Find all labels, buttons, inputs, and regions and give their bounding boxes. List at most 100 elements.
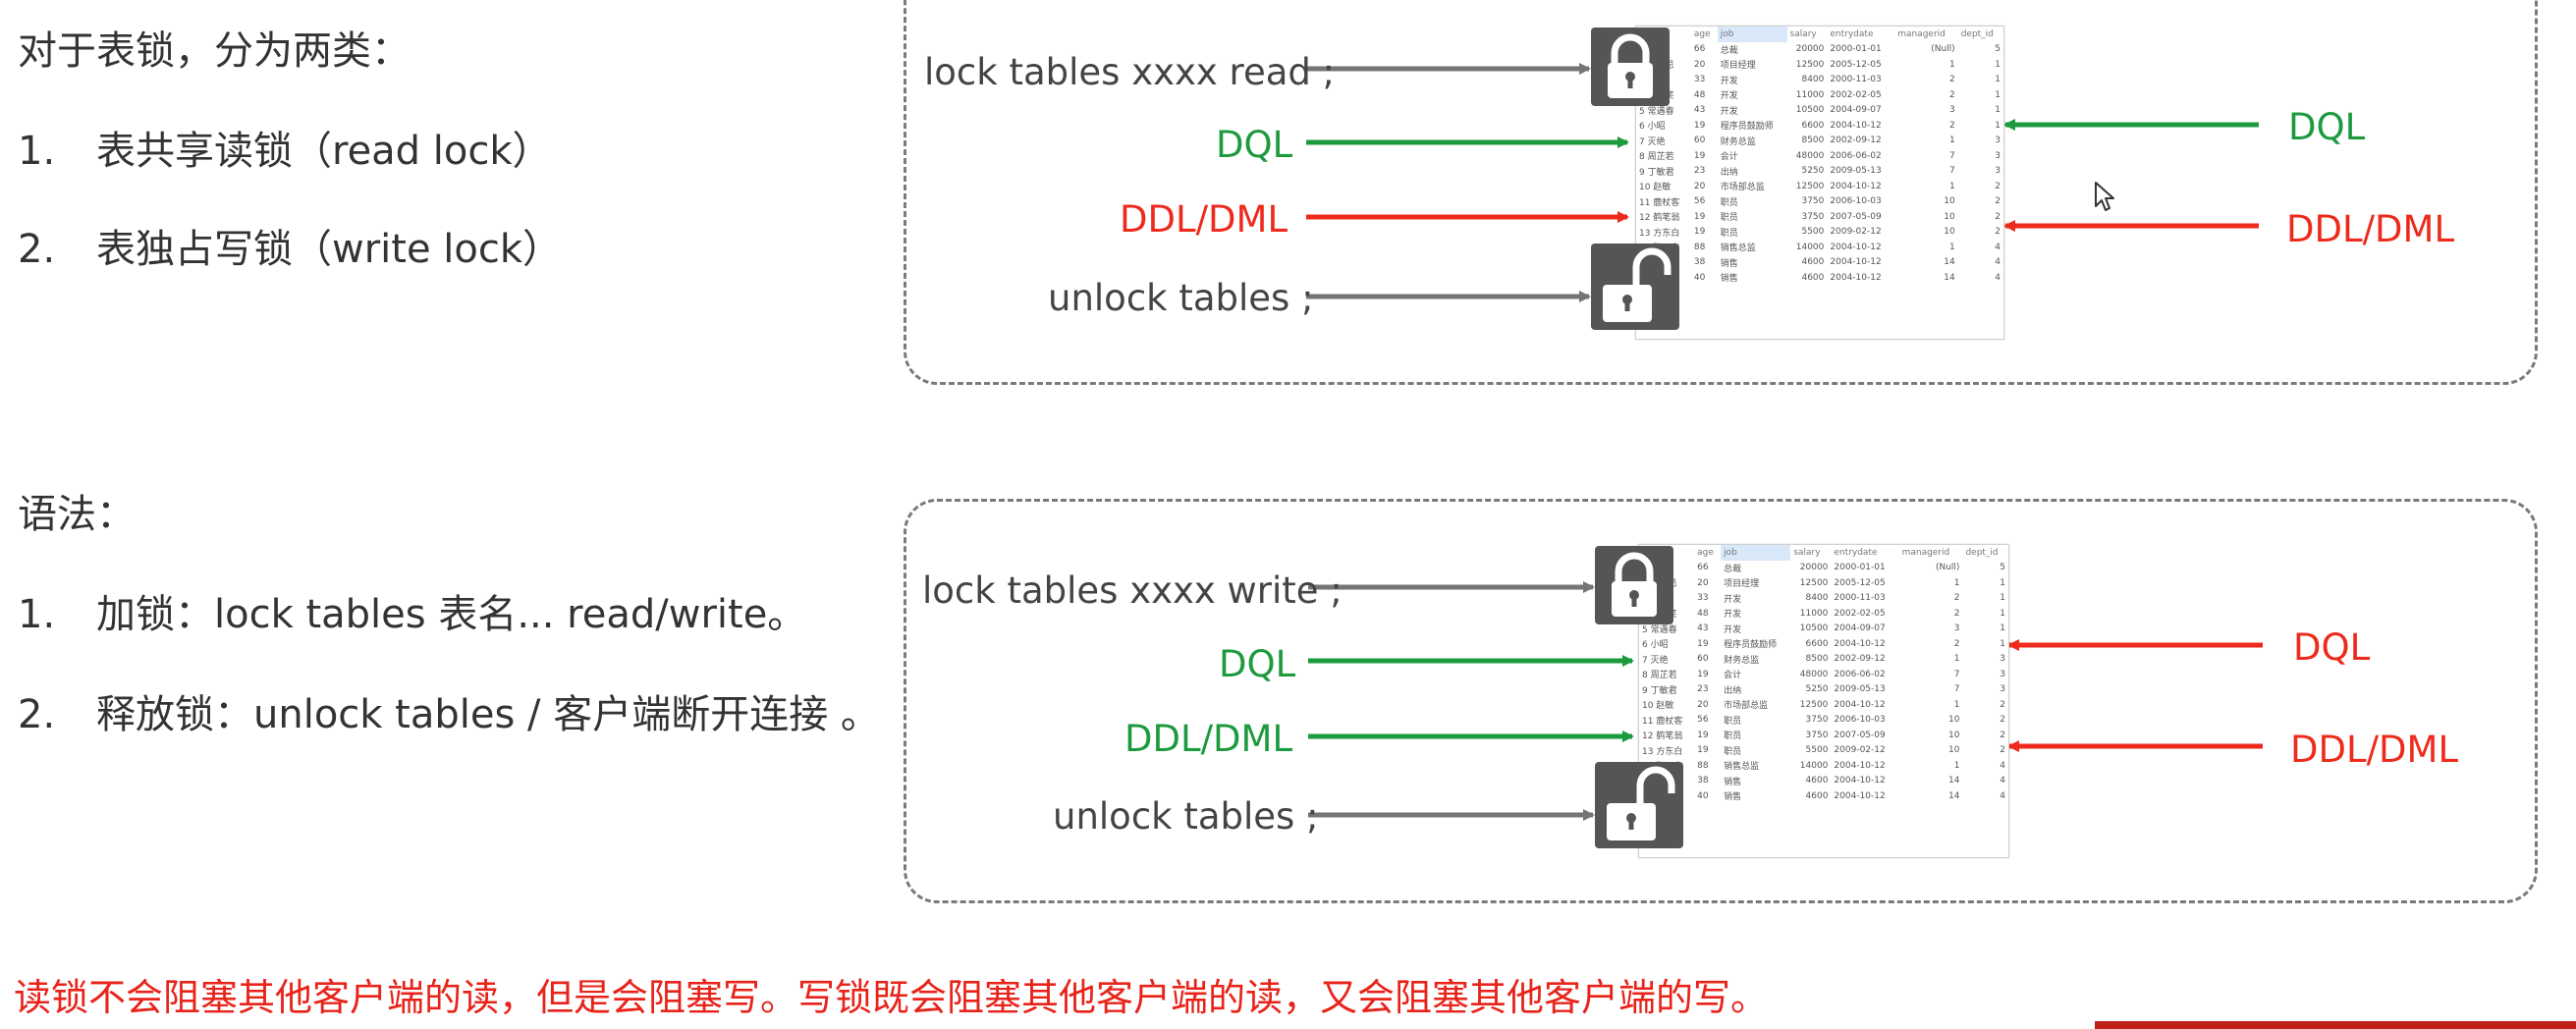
table-cell: 5500 — [1805, 745, 1829, 756]
column-header: dept_id — [1960, 28, 1994, 39]
table-cell: 40 — [1697, 790, 1709, 801]
read-unlock-statement: unlock tables ; — [1048, 277, 1314, 319]
table-cell: 2 — [1948, 120, 1955, 131]
table-cell: 7 — [1948, 166, 1955, 177]
table-cell: 10 赵敏 — [1642, 701, 1674, 712]
table-cell: 2004-10-12 — [1830, 257, 1882, 268]
read-lock-statement: lock tables xxxx read ; — [924, 51, 1336, 93]
table-cell: 60 — [1697, 654, 1709, 665]
table-cell: 12500 — [1799, 577, 1829, 588]
table-cell: 40 — [1693, 272, 1706, 283]
table-cell: 职员 — [1720, 197, 1738, 208]
table-cell: 1 — [1953, 577, 1960, 588]
column-header: salary — [1789, 28, 1817, 39]
table-cell: 12500 — [1795, 59, 1825, 70]
table-cell: 20 — [1693, 181, 1706, 191]
table-cell: 出纳 — [1720, 167, 1738, 178]
table-header-row: nameagejobsalaryentrydatemanageriddept_i… — [1636, 27, 2003, 42]
table-cell: 14000 — [1795, 242, 1825, 252]
table-cell: 1 — [1995, 105, 2001, 116]
table-cell: 3 — [1995, 166, 2001, 177]
table-cell: 3750 — [1801, 211, 1825, 222]
table-cell: 14 — [1944, 257, 1955, 268]
table-cell: 10500 — [1799, 623, 1829, 634]
table-cell: 市场部总监 — [1720, 183, 1765, 193]
table-cell: 2006-06-02 — [1830, 150, 1882, 161]
table-cell: 56 — [1693, 196, 1706, 207]
syntax-2-text: 释放锁：unlock tables / 客户端断开连接 。 — [96, 692, 880, 737]
table-cell: 1 — [1948, 59, 1955, 70]
table-cell: 2 — [1995, 196, 2001, 207]
table-cell: 66 — [1697, 563, 1709, 573]
table-cell: 1 — [2000, 608, 2005, 619]
table-cell: 19 — [1693, 150, 1706, 161]
table-cell: 2009-02-12 — [1830, 227, 1882, 238]
table-cell: 1 — [1948, 135, 1955, 146]
table-cell: 销售 — [1724, 777, 1742, 787]
table-cell: 9 丁敏君 — [1639, 167, 1674, 178]
table-cell: 14000 — [1799, 760, 1829, 771]
write-ddl-dml-label: DDL/DML — [1124, 718, 1293, 760]
table-cell: 3 — [1953, 623, 1960, 634]
table-cell: 2004-10-12 — [1834, 699, 1886, 710]
table-cell: 1 — [1953, 699, 1960, 710]
column-header: entrydate — [1830, 28, 1874, 39]
table-cell: 48000 — [1795, 150, 1825, 161]
table-cell: 20000 — [1799, 563, 1829, 573]
table-cell: 7 灭绝 — [1642, 655, 1669, 666]
table-cell: 9 丁敏君 — [1642, 685, 1677, 696]
bottom-note: 读锁不会阻塞其他客户端的读，但是会阻塞写。写锁既会阻塞其他客户端的读，又会阻塞其… — [14, 976, 1769, 1019]
table-cell: 48 — [1697, 608, 1709, 619]
table-cell: 60 — [1693, 135, 1706, 146]
write-dql-label: DQL — [1219, 643, 1296, 685]
table-cell: 20 — [1697, 577, 1709, 588]
table-cell: 56 — [1697, 715, 1709, 726]
table-cell: 2009-02-12 — [1834, 745, 1886, 756]
write-table-snapshot: nameagejobsalaryentrydatemanageriddept_i… — [1638, 544, 2009, 858]
table-cell: 12 鹤笔翁 — [1639, 213, 1680, 224]
table-cell: 财务总监 — [1724, 655, 1760, 666]
table-cell: 10 — [1947, 745, 1960, 756]
table-cell: (Null) — [1931, 44, 1955, 55]
table-cell: 2006-06-02 — [1834, 669, 1886, 679]
table-cell: 2 — [2000, 699, 2005, 710]
table-cell: 2000-01-01 — [1830, 44, 1882, 55]
table-cell: 2005-12-05 — [1830, 59, 1882, 70]
table-cell: 职员 — [1720, 213, 1738, 224]
table-cell: 总裁 — [1724, 564, 1742, 574]
table-cell: 职员 — [1724, 746, 1742, 757]
table-cell: 2002-02-05 — [1834, 608, 1886, 619]
table-cell: 10 赵敏 — [1639, 183, 1672, 193]
table-cell: 10 — [1947, 715, 1960, 726]
table-cell: 11 鹿杖客 — [1642, 716, 1683, 727]
table-cell: 14 — [1947, 790, 1960, 801]
table-cell: 5 常遇春 — [1642, 624, 1677, 635]
table-cell: 2009-05-13 — [1830, 166, 1882, 177]
table-cell: 43 — [1697, 623, 1709, 634]
table-cell: 38 — [1693, 257, 1706, 268]
table-cell: 1 — [1953, 654, 1960, 665]
table-cell: 13 方东白 — [1639, 228, 1680, 239]
column-header: managerid — [1901, 547, 1950, 558]
table-cell: 7 — [1948, 150, 1955, 161]
table-cell: 6 小昭 — [1639, 122, 1666, 133]
lock-closed-icon — [1591, 27, 1670, 106]
table-cell: 4 — [1995, 257, 2001, 268]
column-header: age — [1693, 28, 1711, 39]
table-cell: 19 — [1697, 730, 1709, 740]
table-cell: 2 — [2000, 745, 2005, 756]
table-cell: 2009-05-13 — [1834, 684, 1886, 695]
table-cell: 市场部总监 — [1724, 701, 1769, 712]
table-cell: 3 — [2000, 684, 2005, 695]
table-cell: 8500 — [1805, 654, 1829, 665]
table-cell: 20000 — [1795, 44, 1825, 55]
